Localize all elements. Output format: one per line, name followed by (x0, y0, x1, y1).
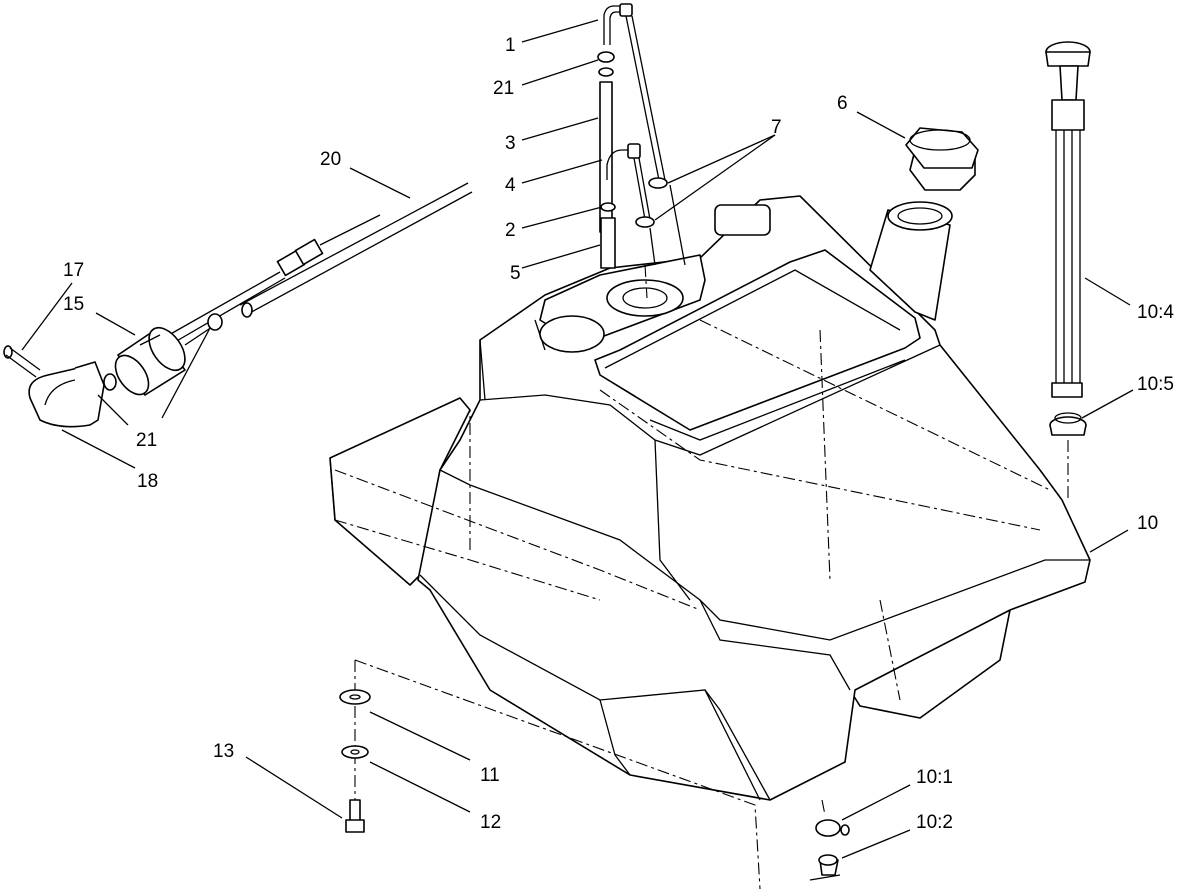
tank-ports (534, 204, 771, 353)
callout-2: 2 (505, 220, 516, 241)
callout-11: 11 (480, 765, 500, 786)
callout-20: 20 (320, 149, 341, 170)
callout-21-bottom: 21 (136, 430, 157, 451)
fuel-lines (597, 3, 686, 299)
callout-10-4: 10:4 (1137, 302, 1174, 323)
callout-10-2: 10:2 (916, 812, 953, 833)
callout-17: 17 (63, 260, 84, 281)
callout-21-top: 21 (493, 78, 514, 99)
callout-18: 18 (137, 471, 158, 492)
fuel-tank (329, 195, 1091, 801)
callout-1: 1 (505, 35, 516, 56)
callout-10: 10 (1137, 513, 1158, 534)
callout-5: 5 (510, 263, 521, 284)
callout-10-1: 10:1 (916, 767, 953, 788)
callout-labels: 1 21 3 4 2 5 7 6 20 17 15 21 18 10:4 10:… (63, 35, 1174, 833)
leader-lines (21, 19, 1134, 859)
fuel-pump-assembly (3, 182, 473, 428)
callout-12: 12 (480, 812, 501, 833)
callout-13: 13 (213, 741, 234, 762)
drain-hardware (809, 799, 850, 881)
callout-6: 6 (837, 93, 848, 114)
callout-15: 15 (63, 294, 84, 315)
filler-neck (869, 201, 953, 321)
fuel-cap (905, 127, 979, 191)
callout-10-5: 10:5 (1137, 374, 1174, 395)
grommet (1049, 412, 1087, 436)
mounting-hardware (339, 659, 761, 889)
fuel-sender (1045, 41, 1091, 500)
callout-7: 7 (771, 117, 782, 138)
callout-4: 4 (505, 175, 516, 196)
callout-3: 3 (505, 133, 516, 154)
